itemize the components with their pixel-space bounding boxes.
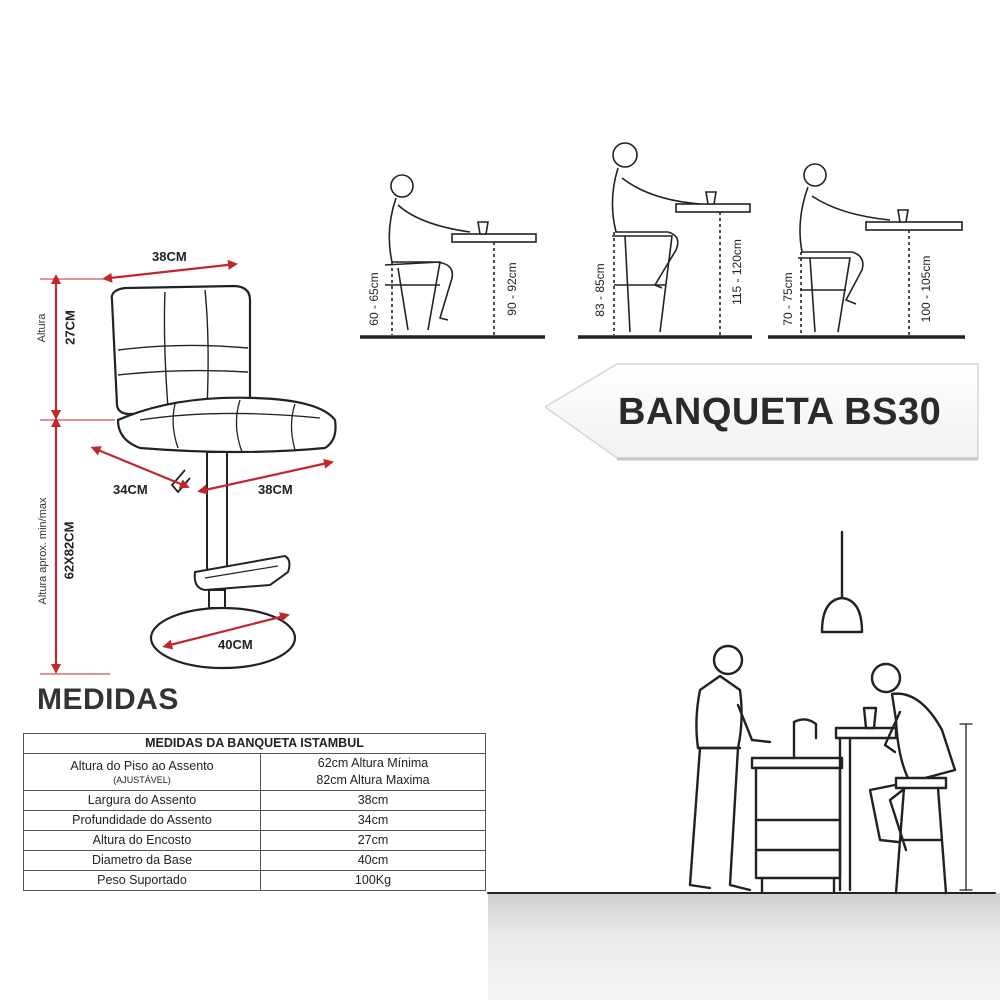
table-cell-value-max: 82cm Altura Maxima (316, 773, 430, 787)
dim-top-width-arrow (102, 259, 238, 283)
standing-person (688, 644, 772, 892)
dim-base-arrow (162, 612, 290, 650)
kitchen-counter (750, 706, 898, 894)
dim-top-width-label: 38CM (152, 249, 187, 264)
table-row: Peso Suportado 100Kg (23, 870, 486, 891)
table-cell-label: Profundidade do Assento (23, 810, 261, 831)
ergo-figure-3 (768, 163, 965, 339)
pendant-lamp-icon (820, 530, 864, 634)
table-cell-value: 62cm Altura Mínima 82cm Altura Maxima (260, 753, 486, 791)
table-cell-label: Altura do Piso ao Assento (AJUSTÁVEL) (23, 753, 261, 791)
table-cell-value: 100Kg (260, 870, 486, 891)
table-cell-label: Peso Suportado (23, 870, 261, 891)
dim-seat-depth-label: 34CM (113, 482, 148, 497)
table-cell-sublabel: (AJUSTÁVEL) (113, 775, 171, 785)
dim-base-label: 40CM (218, 637, 253, 652)
table-cell-value-min: 62cm Altura Mínima (317, 756, 429, 770)
dim-seat-depth-arrow (90, 446, 190, 489)
table-cell-value: 38cm (260, 790, 486, 811)
floor-shading (488, 893, 1000, 1000)
seated-person (868, 662, 957, 895)
dim-seat-width-arrow (197, 458, 334, 495)
spec-table-header-row: MEDIDAS DA BANQUETA ISTAMBUL (23, 733, 486, 754)
product-title: BANQUETA BS30 (618, 391, 942, 433)
medidas-heading: MEDIDAS (37, 683, 179, 716)
spec-table-title: MEDIDAS DA BANQUETA ISTAMBUL (23, 733, 486, 754)
table-row: Altura do Piso ao Assento (AJUSTÁVEL) 62… (23, 753, 486, 791)
dim-seat-width-label: 38CM (258, 482, 293, 497)
table-row: Largura do Assento 38cm (23, 790, 486, 811)
ergo-figure-2 (578, 142, 752, 339)
spec-table: MEDIDAS DA BANQUETA ISTAMBUL Altura do P… (23, 733, 486, 891)
table-cell-label-text: Altura do Piso ao Assento (70, 759, 214, 773)
ergo-figure-1 (360, 174, 545, 339)
title-banner (545, 363, 979, 461)
